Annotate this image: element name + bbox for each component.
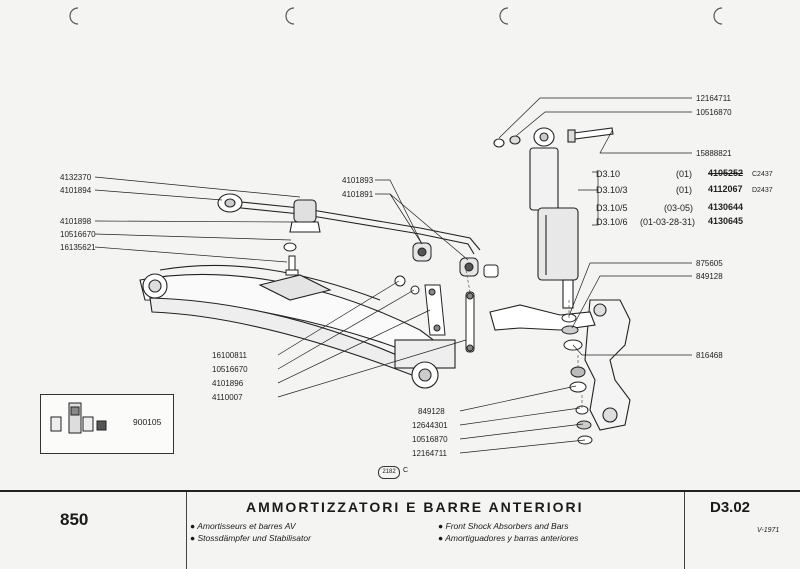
part-label: 15888821 xyxy=(696,149,732,158)
part-label: 4132370 xyxy=(60,173,92,182)
part-label: 816468 xyxy=(696,351,723,360)
variant-suffix: C2437 xyxy=(752,171,773,178)
variant-ref: D3.10/5 xyxy=(596,203,628,213)
variant-ref: D3.10/3 xyxy=(596,185,628,195)
variant-part: 4112067 xyxy=(708,184,743,194)
part-label: 12164711 xyxy=(412,449,447,458)
title-cell: AMMORTIZZATORI E BARRE ANTERIORI ● Amort… xyxy=(186,492,685,569)
variant-part: 4130645 xyxy=(708,216,744,226)
page-code: D3.02 xyxy=(710,499,751,516)
variant-ref: D3.10 xyxy=(596,169,621,179)
title-es: ● Amortiguadores y barras anteriores xyxy=(438,533,579,543)
variant-ref: D3.10/6 xyxy=(596,217,628,227)
part-label: 875605 xyxy=(696,259,723,268)
title-en: ● Front Shock Absorbers and Bars xyxy=(438,521,569,531)
part-label: 4101894 xyxy=(60,186,92,195)
exploded-view-drawing xyxy=(69,7,723,454)
part-label: 12644301 xyxy=(412,421,448,430)
kit-number: 900105 xyxy=(133,417,162,427)
drawing-stamp-suffix: C xyxy=(403,467,409,474)
part-label: 12164711 xyxy=(696,94,731,103)
part-label: 10516670 xyxy=(212,365,248,374)
part-label: 4101891 xyxy=(342,190,374,199)
part-label: 849128 xyxy=(696,272,723,281)
part-label: 4101896 xyxy=(212,379,244,388)
model-number: 850 xyxy=(60,510,89,529)
title-de: ● Stossdämpfer und Stabilisator xyxy=(190,533,311,543)
part-label: 849128 xyxy=(418,407,445,416)
variant-part: 4105252 xyxy=(708,168,744,178)
variant-note: (01-03-28-31) xyxy=(640,217,696,227)
part-label: 10516870 xyxy=(412,435,448,444)
kit-box: 900105 xyxy=(40,394,174,454)
page-title: AMMORTIZZATORI E BARRE ANTERIORI xyxy=(246,499,584,515)
part-label: 4101893 xyxy=(342,176,374,185)
variant-suffix: D2437 xyxy=(752,187,773,194)
variant-note: (01) xyxy=(676,169,693,179)
drawing-stamp: 2182 xyxy=(378,466,400,479)
title-fr: ● Amortisseurs et barres AV xyxy=(190,521,296,531)
part-label: 10516870 xyxy=(696,108,732,117)
variant-note: (01) xyxy=(676,185,693,195)
part-label: 4101898 xyxy=(60,217,92,226)
title-block: 850 AMMORTIZZATORI E BARRE ANTERIORI ● A… xyxy=(0,490,800,569)
part-label: 4110007 xyxy=(212,393,243,402)
variant-note: (03-05) xyxy=(664,203,694,213)
part-label: 10516670 xyxy=(60,230,96,239)
model-cell: 850 xyxy=(0,492,187,569)
part-label: 16135621 xyxy=(60,243,96,252)
variant-part: 4130644 xyxy=(708,202,744,212)
part-label: 16100811 xyxy=(212,351,247,360)
kit-parts-image xyxy=(50,402,107,434)
page-date: V-1971 xyxy=(757,527,780,534)
